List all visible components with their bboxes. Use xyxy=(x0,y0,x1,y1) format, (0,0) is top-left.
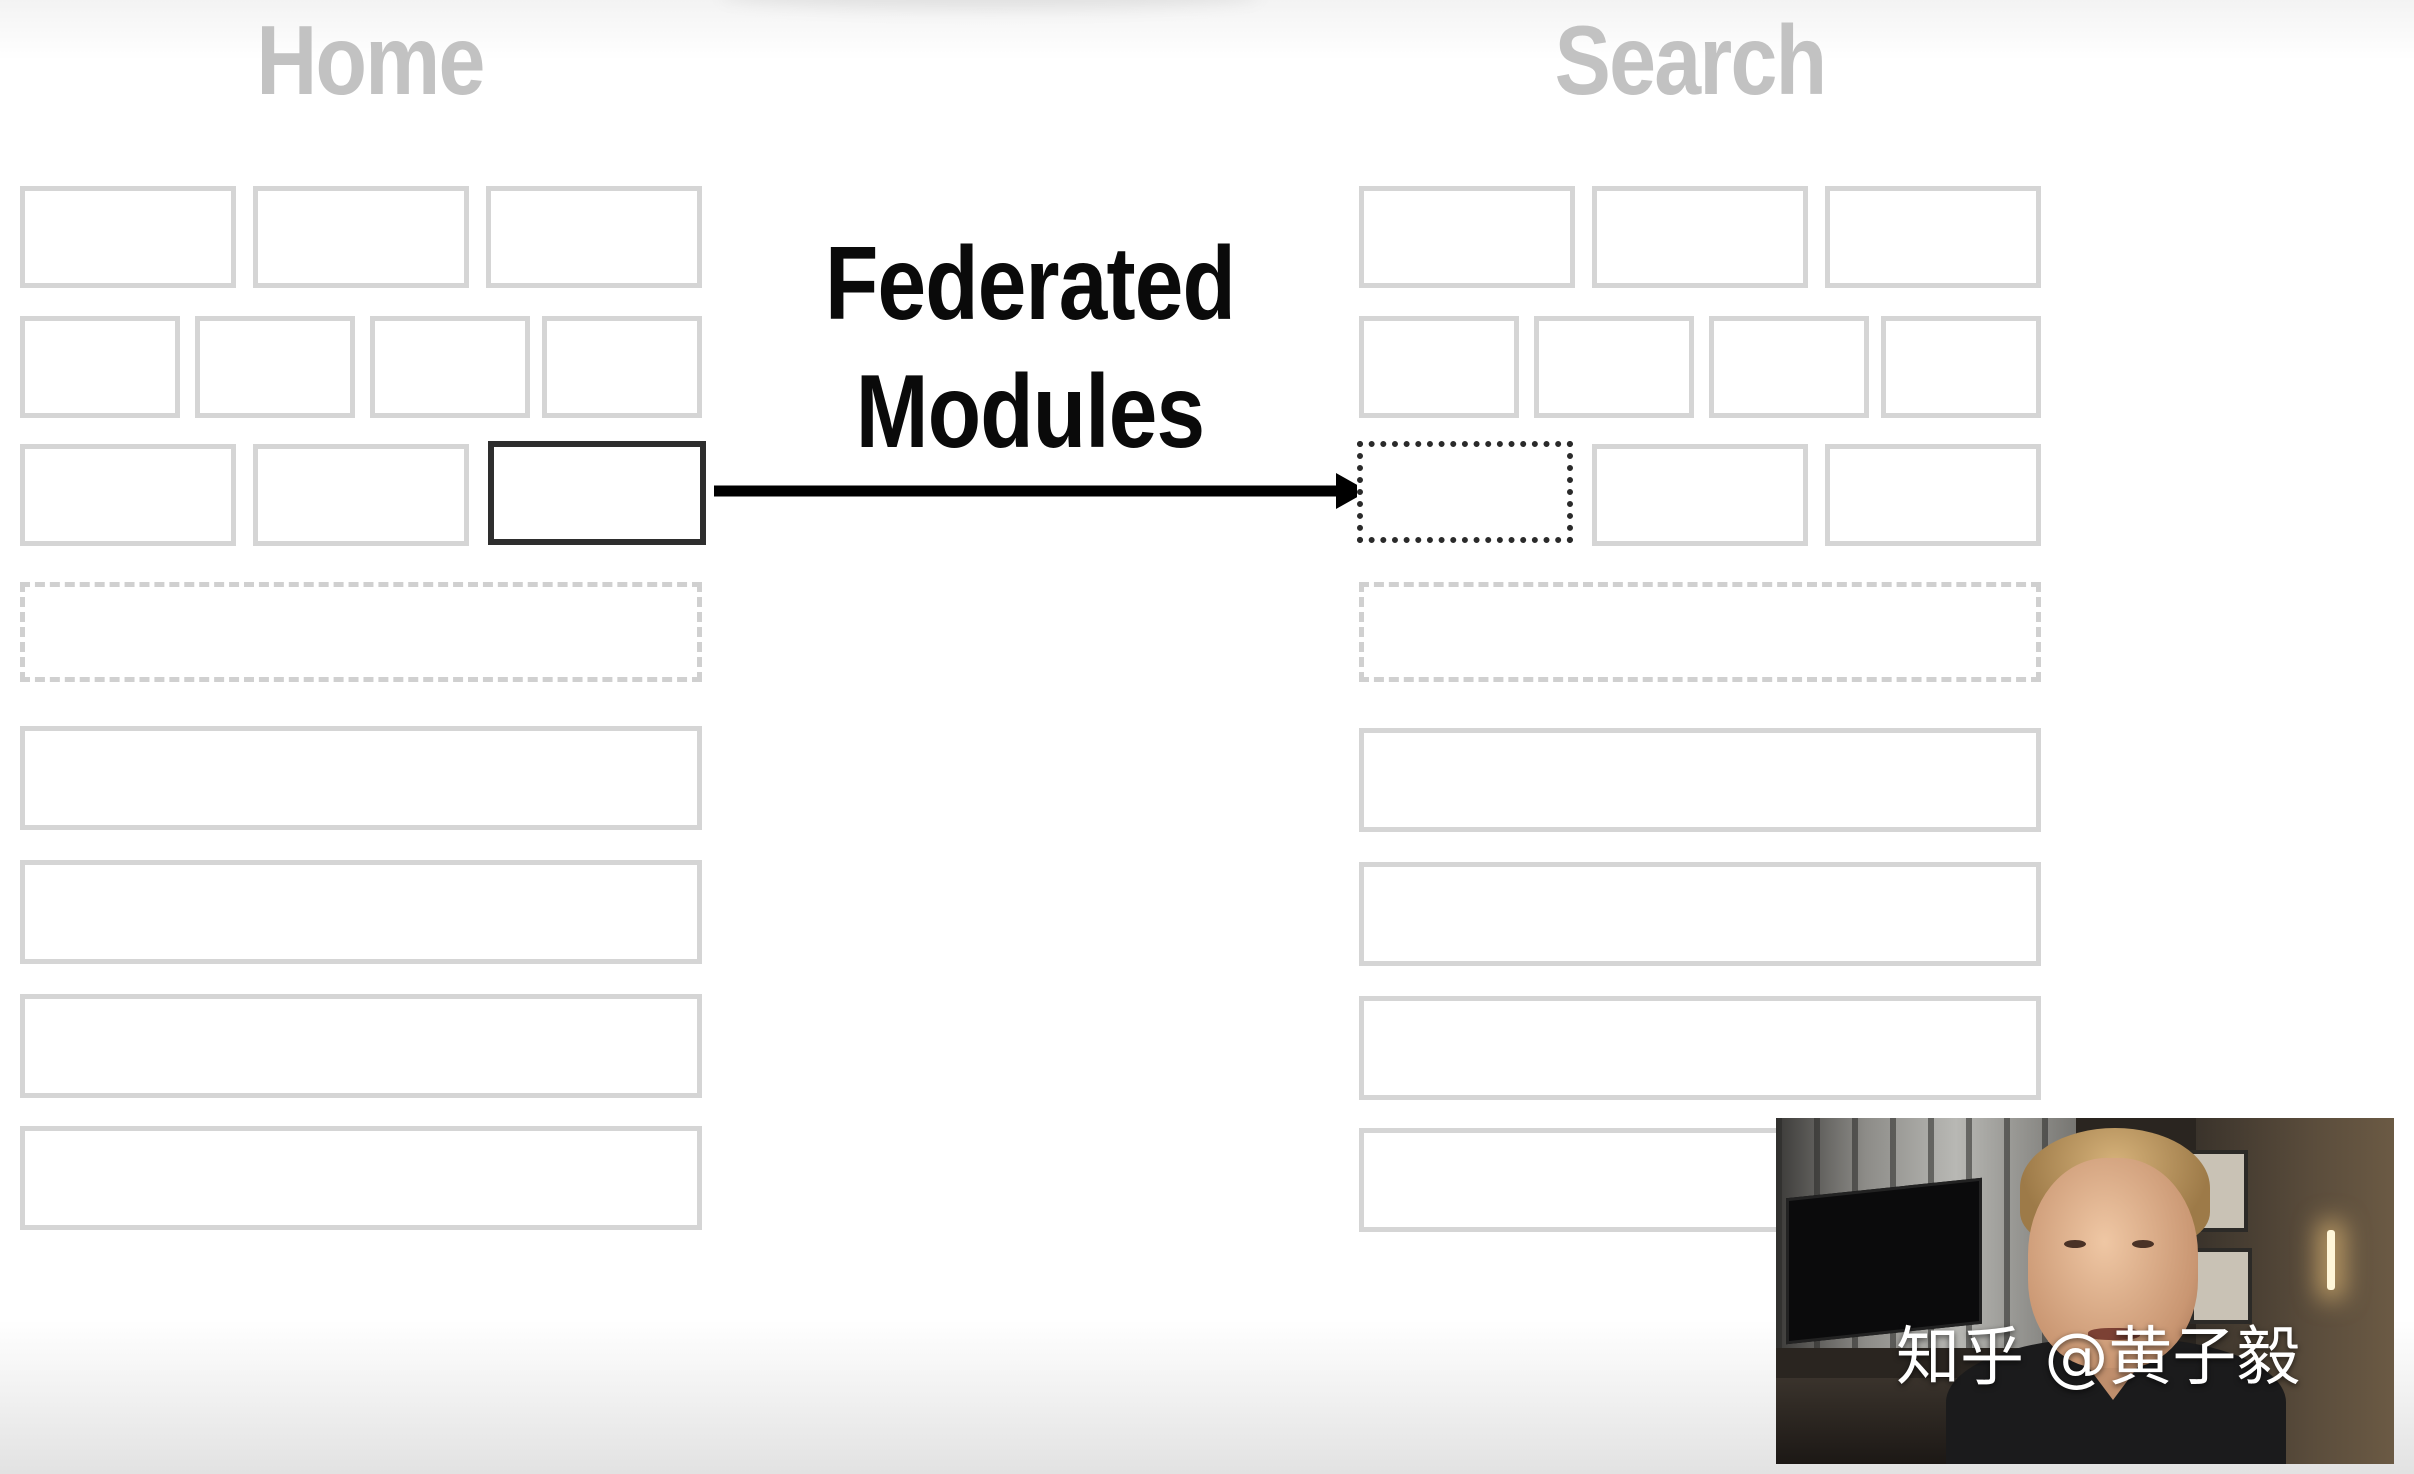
home-module xyxy=(253,444,469,546)
arrow-head xyxy=(1336,473,1368,509)
home-module xyxy=(20,316,180,418)
search-module xyxy=(1592,186,1808,288)
home-row-block xyxy=(20,1126,702,1230)
search-module xyxy=(1825,186,2041,288)
search-module xyxy=(1359,186,1575,288)
home-module xyxy=(253,186,469,288)
shared-module-source xyxy=(488,441,706,545)
top-smudge xyxy=(720,0,1260,10)
webcam-overlay xyxy=(1776,1118,2394,1464)
webcam-picture-frame xyxy=(2190,1248,2252,1324)
search-module xyxy=(1534,316,1694,418)
home-placeholder-slot xyxy=(20,582,702,682)
search-module xyxy=(1881,316,2041,418)
webcam-candle-light xyxy=(2327,1230,2335,1290)
home-title: Home xyxy=(256,5,485,115)
search-title: Search xyxy=(1554,5,1828,115)
search-row-block xyxy=(1359,862,2041,966)
top-shade xyxy=(0,0,2414,60)
home-module xyxy=(370,316,530,418)
zhihu-watermark: 知乎 @黄子毅 xyxy=(1896,1321,2301,1395)
home-row-block xyxy=(20,860,702,964)
home-module xyxy=(195,316,355,418)
home-module xyxy=(542,316,702,418)
home-row-block xyxy=(20,726,702,830)
shared-module-target xyxy=(1357,441,1573,543)
federated-modules-label: Federated Modules xyxy=(803,220,1257,476)
home-module xyxy=(20,444,236,546)
home-row-block xyxy=(20,994,702,1098)
search-module xyxy=(1359,316,1519,418)
search-row-block xyxy=(1359,728,2041,832)
search-placeholder-slot xyxy=(1359,582,2041,682)
search-module xyxy=(1825,444,2041,546)
home-module xyxy=(20,186,236,288)
search-row-block xyxy=(1359,996,2041,1100)
webcam-person-mouth xyxy=(2088,1328,2140,1340)
search-module xyxy=(1709,316,1869,418)
home-module xyxy=(486,186,702,288)
label-line-1: Federated xyxy=(825,226,1236,342)
search-module xyxy=(1592,444,1808,546)
label-line-2: Modules xyxy=(855,354,1205,470)
webcam-person-eye xyxy=(2132,1240,2154,1248)
webcam-person-eye xyxy=(2064,1240,2086,1248)
